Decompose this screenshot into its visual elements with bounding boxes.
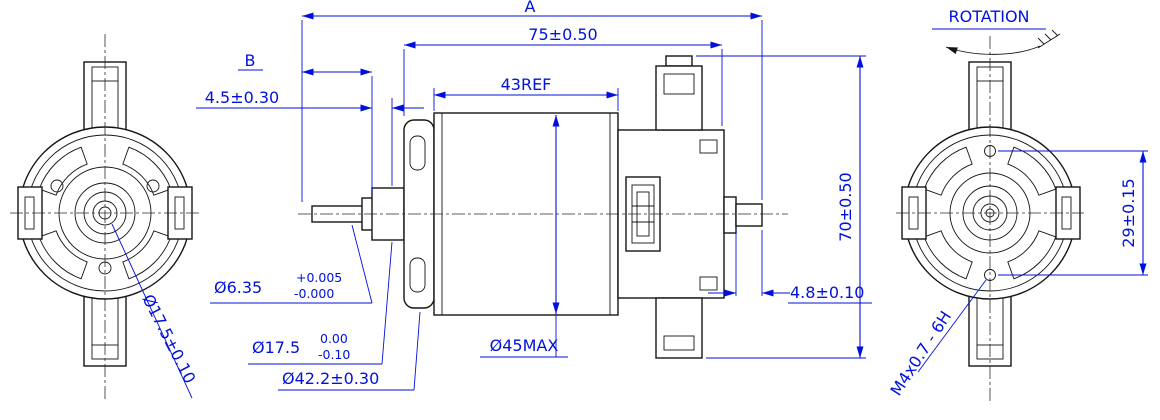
dim-42-2-label: Ø42.2±0.30 <box>282 369 379 388</box>
dim-45max-label: Ø45MAX <box>490 336 559 355</box>
dim-6-35-label: Ø6.35 <box>214 278 262 297</box>
rear-shaft-stub <box>723 196 763 234</box>
dim-4-8-label: 4.8±0.10 <box>790 283 864 302</box>
dim-43ref-label: 43REF <box>501 75 552 94</box>
dim-70: 70±0.50 <box>696 55 866 359</box>
dim-4-8: 4.8±0.10 <box>708 230 872 304</box>
terminal-tower-bottom <box>655 297 703 359</box>
dim-17-5: Ø17.5 0.00 -0.10 <box>248 241 393 365</box>
dim-b-label: B <box>245 51 256 70</box>
dim-75: 75±0.50 <box>403 25 723 126</box>
dim-17-5-lower-tol: -0.10 <box>318 347 350 362</box>
rear-view: ROTATION <box>896 7 1084 404</box>
dim-6-35-upper-tol: +0.005 <box>296 270 342 285</box>
dim-6-35: Ø6.35 +0.005 -0.000 <box>210 224 373 304</box>
dim-17-5-label: Ø17.5 <box>252 338 300 357</box>
dim-42-2: Ø42.2±0.30 <box>278 311 421 391</box>
vent-slots <box>38 146 172 280</box>
dim-m4-label: M4x0.7 - 6H <box>886 307 955 399</box>
dim-17-5-front-label: Ø17.5±0.10 <box>138 291 199 386</box>
terminal-tower-top <box>655 55 703 131</box>
dim-m4-thread: M4x0.7 - 6H <box>886 279 987 399</box>
dim-b: B <box>238 51 373 194</box>
dim-4-5-label: 4.5±0.30 <box>205 88 279 107</box>
dim-29: 29±0.15 <box>998 150 1148 276</box>
front-view <box>10 34 200 402</box>
dim-43ref: 43REF <box>433 75 619 111</box>
dim-6-35-lower-tol: -0.000 <box>294 286 334 301</box>
dim-a: A <box>301 0 763 202</box>
rotation-hatch-symbol <box>1037 29 1061 49</box>
dim-29-label: 29±0.15 <box>1119 178 1138 247</box>
rotation-indicator: ROTATION <box>932 7 1061 55</box>
side-view <box>298 55 788 359</box>
rotation-label: ROTATION <box>949 7 1030 26</box>
rotation-direction-arrow <box>945 45 1041 55</box>
dim-a-label: A <box>525 0 536 16</box>
dim-4-5: 4.5±0.30 <box>196 88 424 186</box>
dim-75-label: 75±0.50 <box>528 25 597 44</box>
rear-vent-slots <box>923 146 1057 280</box>
dim-45max: Ø45MAX <box>480 115 568 358</box>
dim-70-label: 70±0.50 <box>836 172 855 241</box>
dim-17-5-upper-tol: 0.00 <box>320 331 348 346</box>
